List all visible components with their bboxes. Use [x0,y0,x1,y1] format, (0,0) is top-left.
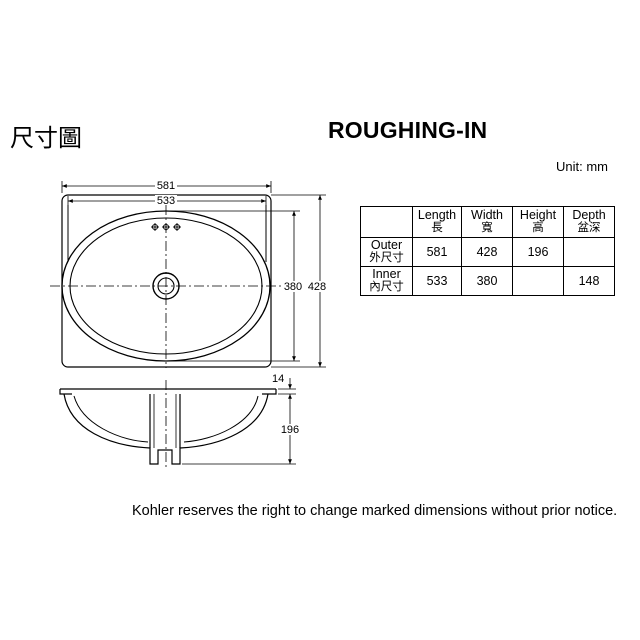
dim-label-inner-width: 380 [284,281,302,293]
table-row: Inner 內尺寸 533 380 148 [360,266,615,296]
dim-label-outer-length: 581 [157,180,175,192]
table-row: Outer 外尺寸 581 428 196 [360,237,615,267]
table-header-cell: Depth 盆深 [563,206,615,238]
dim-label-inner-length: 533 [157,195,175,207]
row-label-inner: Inner 內尺寸 [360,266,413,296]
drain-outer-circle [152,272,180,300]
cell-inner-height [512,266,564,296]
cell-outer-length: 581 [412,237,462,267]
dim-label-outer-width: 428 [308,281,326,293]
dimensions-table: Length 長 Width 寬 Height 高 Depth 盆深 Outer… [360,206,615,296]
table-header-cell [360,206,413,238]
faucet-holes-icon [151,223,181,231]
header-height-cn: 高 [532,222,544,234]
outer-rim-outline [61,194,272,368]
table-header-row: Length 長 Width 寬 Height 高 Depth 盆深 [360,206,615,238]
dim-label-rim: 14 [272,373,284,385]
table-header-cell: Width 寬 [461,206,513,238]
rim-underside [59,389,277,395]
side-view [59,380,277,470]
row-label-cn: 內尺寸 [369,281,404,293]
header-depth-cn: 盆深 [577,222,601,234]
header-depth: Depth [572,208,606,222]
cell-outer-height: 196 [512,237,564,267]
table-header-cell: Height 高 [512,206,564,238]
top-view [50,181,326,368]
bowl-inner-profile [73,395,259,443]
row-label-en: Outer [370,238,403,252]
drain-inner-circle [157,277,175,295]
cell-outer-width: 428 [461,237,513,267]
cell-outer-depth [563,237,615,267]
row-label-cn: 外尺寸 [369,252,404,264]
disclaimer-notice: Kohler reserves the right to change mark… [132,503,618,519]
header-height: Height [519,208,557,222]
page-title: ROUGHING-IN [328,117,488,143]
dim-label-height: 196 [281,424,299,436]
header-length: Length [417,208,457,222]
header-length-cn: 長 [431,222,443,234]
cell-inner-width: 380 [461,266,513,296]
header-width: Width [471,208,503,222]
cell-inner-length: 533 [412,266,462,296]
cell-inner-depth: 148 [563,266,615,296]
table-header-cell: Length 長 [412,206,462,238]
bowl-outer-profile [63,393,269,465]
header-width-cn: 寬 [481,222,493,234]
row-label-en: Inner [372,267,401,281]
unit-label: Unit: mm [556,159,608,174]
page-title-chinese: 尺寸圖 [10,125,82,152]
row-label-outer: Outer 外尺寸 [360,237,413,267]
